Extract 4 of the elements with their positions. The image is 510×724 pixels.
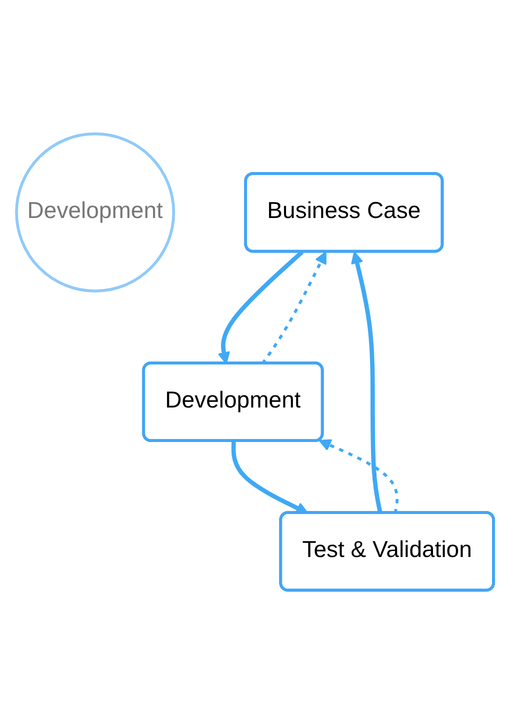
node-circle: Development: [15, 132, 176, 292]
arrow: [231, 441, 308, 514]
arrow: [318, 439, 399, 514]
arrow: [350, 251, 382, 514]
